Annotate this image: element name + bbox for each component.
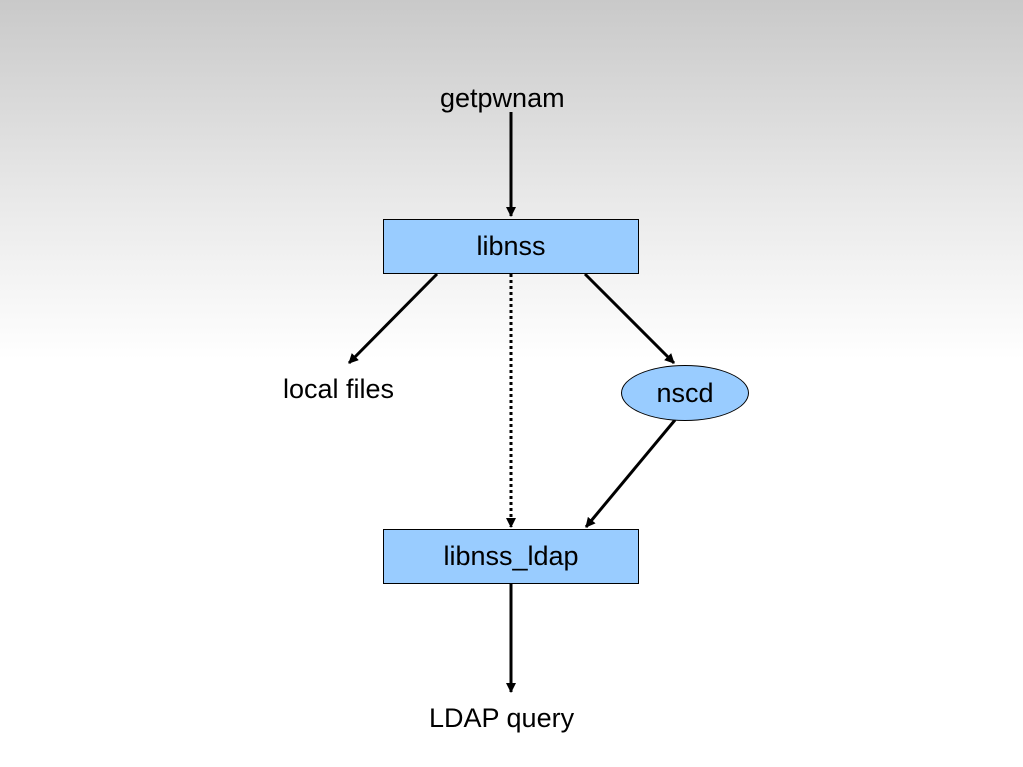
node-libnss-label: libnss — [476, 231, 546, 261]
edge-nscd-to-libnss-ldap — [584, 419, 677, 528]
node-ldap-query: LDAP query — [429, 703, 575, 733]
node-nscd-ellipse: nscd — [621, 365, 749, 421]
edge-libnss-to-local-files — [347, 272, 439, 365]
node-libnss-ldap-label: libnss_ldap — [443, 541, 579, 571]
edge-libnss-to-nscd — [583, 272, 676, 365]
node-libnss-ldap-box: libnss_ldap — [383, 529, 639, 584]
node-local-files: local files — [283, 374, 395, 404]
node-getpwnam: getpwnam — [440, 83, 565, 113]
node-libnss-box: libnss — [383, 219, 639, 274]
node-nscd-label: nscd — [656, 377, 714, 408]
